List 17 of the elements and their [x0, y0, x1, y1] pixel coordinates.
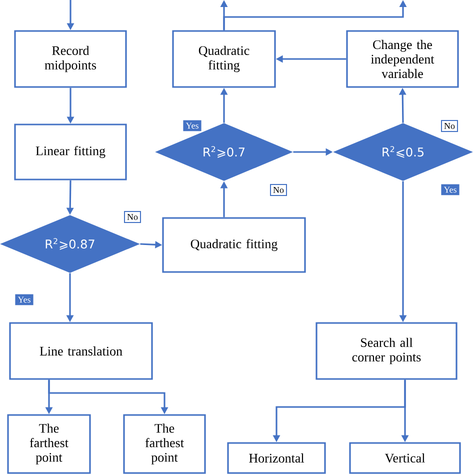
process-box: Horizontal [227, 442, 326, 474]
process-box: The farthest point [123, 414, 206, 474]
process-box: Record midpoints [14, 30, 127, 88]
process-box: Quadratic fitting [162, 217, 306, 273]
answer-tag: Yes [183, 120, 202, 132]
process-box: Vertical [349, 442, 461, 474]
answer-tag: No [124, 211, 141, 223]
process-box: Line translation [9, 322, 153, 380]
answer-tag: No [441, 120, 458, 132]
process-box: Search all corner points [316, 322, 458, 380]
process-box: The farthest point [7, 414, 91, 474]
process-box: Change the independent variable [346, 30, 459, 88]
process-box: Linear fitting [14, 124, 127, 180]
answer-tag: No [270, 184, 287, 196]
answer-tag: Yes [15, 294, 34, 306]
process-box: Quadratic fitting [172, 30, 276, 88]
answer-tag: Yes [441, 184, 460, 196]
